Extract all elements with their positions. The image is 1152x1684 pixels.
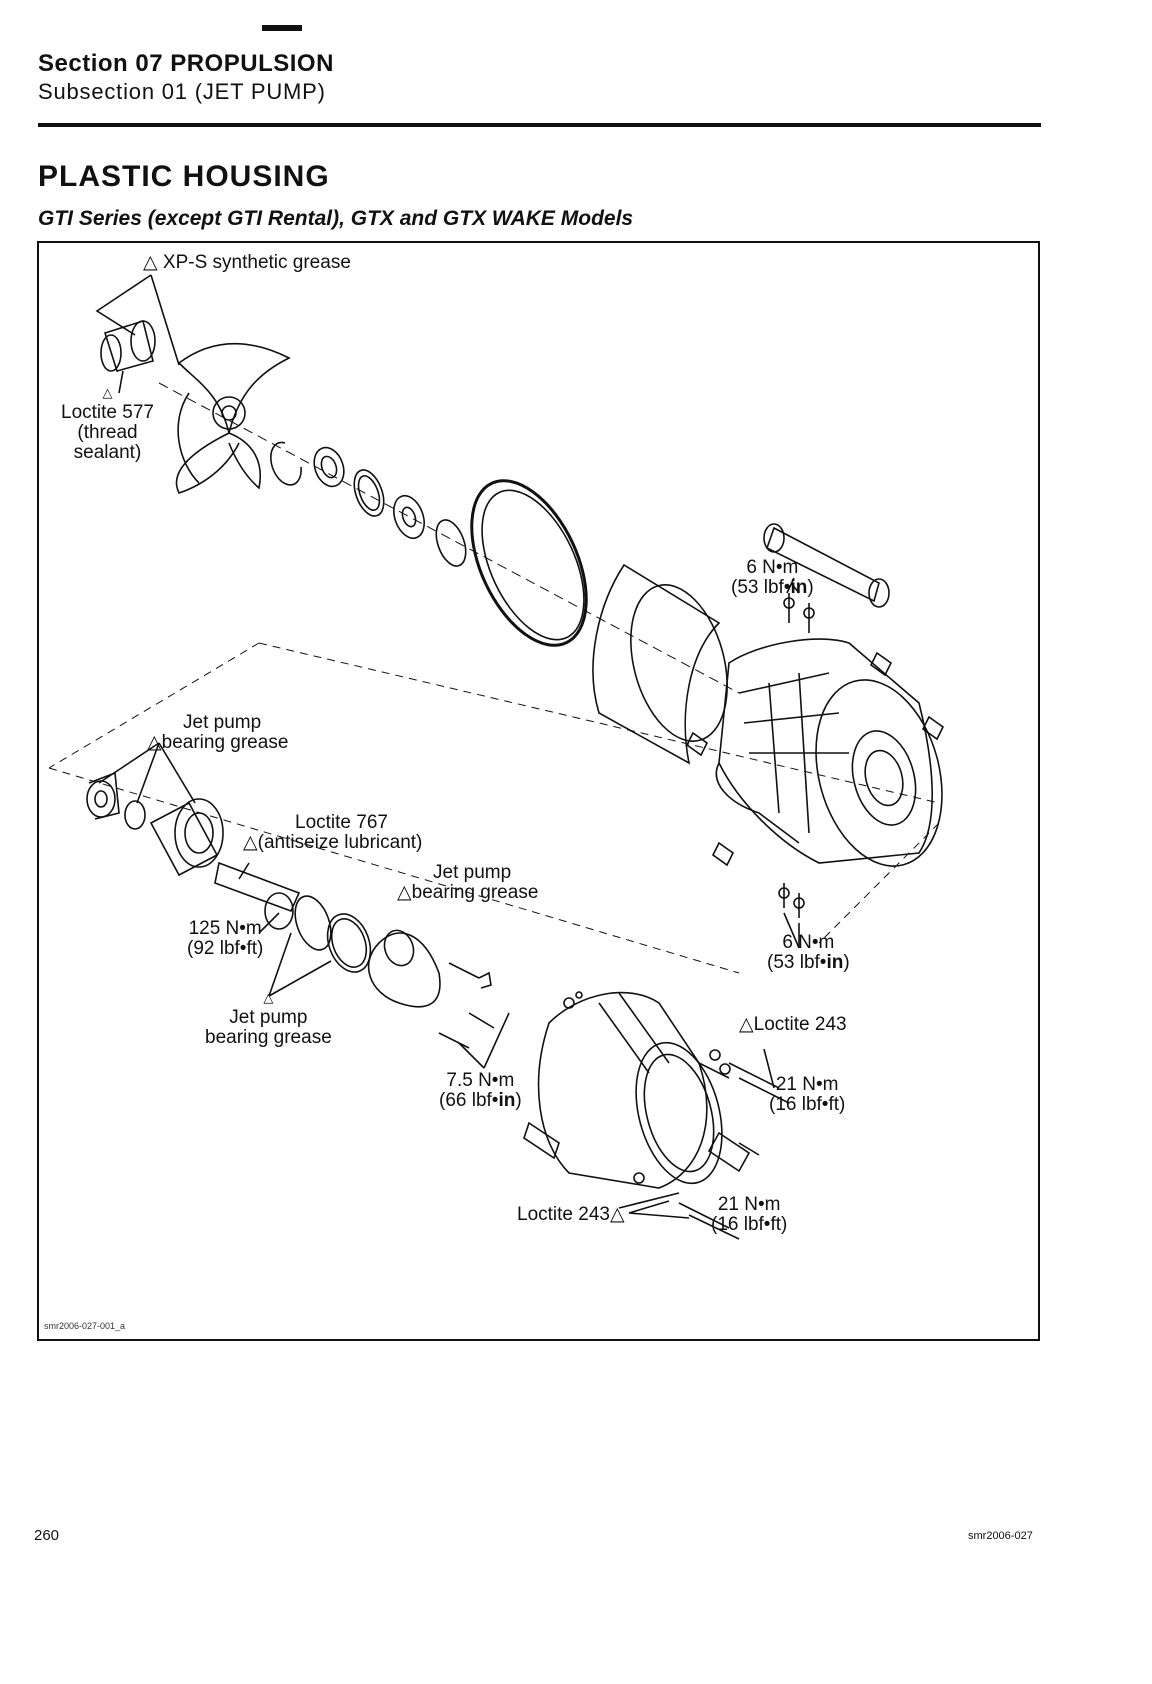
label-jetpump-grease-bottom: △ Jet pump bearing grease — [205, 988, 332, 1048]
label-torque-21-right-line2: (16 lbf•ft) — [769, 1094, 846, 1115]
label-loctite-577: △ Loctite 577 (thread sealant) — [61, 383, 154, 463]
subsection-title: Subsection 01 (JET PUMP) — [38, 79, 326, 104]
label-torque-6nm-bottom-close: ) — [843, 952, 850, 973]
figure-id: smr2006-027-001_a — [44, 1321, 126, 1331]
label-torque-125: 125 N•m (92 lbf•ft) — [187, 919, 263, 959]
page-subheading: GTI Series (except GTI Rental), GTX and … — [38, 207, 634, 230]
header-rule — [38, 123, 1041, 127]
lubricant-drop-icon: △ — [147, 732, 162, 753]
lubricant-drop-icon: △ — [143, 252, 158, 273]
label-loctite-243-bottom-text: Loctite 243 — [517, 1204, 610, 1225]
label-jetpump-grease-mid-line2: bearing grease — [411, 882, 539, 903]
label-torque-6nm-bottom: 6 N•m (53 lbf•in) — [767, 933, 850, 973]
label-torque-6nm-top-line1: 6 N•m — [746, 557, 799, 578]
label-jetpump-grease-mid: Jet pump △bearing grease — [397, 863, 538, 903]
label-torque-6nm-top-close: ) — [807, 577, 814, 598]
label-loctite-243-right: △Loctite 243 — [739, 1015, 847, 1035]
label-torque-125-line1: 125 N•m — [188, 918, 262, 939]
label-loctite-243-right-text: Loctite 243 — [753, 1014, 847, 1035]
label-loctite-767: Loctite 767 △(antiseize lubricant) — [243, 813, 422, 853]
exploded-diagram-frame: △ XP-S synthetic grease △ Loctite 577 (t… — [37, 241, 1040, 1341]
label-torque-6nm-bottom-line1: 6 N•m — [782, 932, 835, 953]
label-torque-125-line2: (92 lbf•ft) — [187, 938, 264, 959]
label-loctite-767-line2: (antiseize lubricant) — [257, 832, 423, 853]
lubricant-drop-icon: △ — [243, 832, 258, 853]
label-torque-6nm-top: 6 N•m (53 lbf•in) — [731, 558, 814, 598]
label-loctite-577-line2: (thread — [77, 422, 138, 443]
section-title: Section 07 PROPULSION — [38, 50, 334, 77]
label-jetpump-grease-bottom-line2: bearing grease — [205, 1027, 332, 1048]
lubricant-drop-icon: △ — [397, 882, 412, 903]
label-torque-21-bottom-line1: 21 N•m — [717, 1194, 781, 1215]
label-torque-6nm-bottom-line2: (53 lbf• — [767, 952, 827, 973]
label-loctite-243-bottom: Loctite 243△ — [517, 1205, 625, 1225]
label-torque-75-line1: 7.5 N•m — [446, 1070, 515, 1091]
label-torque-6nm-bottom-unit: in — [826, 952, 844, 973]
label-torque-75-close: ) — [515, 1090, 522, 1111]
label-torque-6nm-top-line2: (53 lbf• — [731, 577, 791, 598]
page-heading: PLASTIC HOUSING — [38, 160, 330, 193]
lubricant-drop-icon: △ — [263, 990, 274, 1005]
label-torque-75-line2: (66 lbf• — [439, 1090, 499, 1111]
label-torque-21-right-line1: 21 N•m — [775, 1074, 839, 1095]
label-loctite-577-line3: sealant) — [73, 442, 142, 463]
lubricant-drop-icon: △ — [609, 1204, 625, 1225]
lubricant-drop-icon: △ — [739, 1014, 754, 1035]
label-torque-21-bottom-line2: (16 lbf•ft) — [711, 1214, 788, 1235]
label-jetpump-grease-left-line2: bearing grease — [161, 732, 289, 753]
label-loctite-767-line1: Loctite 767 — [295, 812, 388, 833]
label-jetpump-grease-left: Jet pump △bearing grease — [147, 713, 288, 753]
label-loctite-577-line1: Loctite 577 — [61, 402, 154, 423]
label-jetpump-grease-mid-line1: Jet pump — [433, 862, 512, 883]
label-jetpump-grease-bottom-line1: Jet pump — [229, 1007, 308, 1028]
label-torque-21-bottom: 21 N•m (16 lbf•ft) — [711, 1195, 787, 1235]
label-xps-grease: △ XP-S synthetic grease — [143, 253, 351, 273]
jet-pump-exploded-drawing — [48, 274, 945, 1240]
label-torque-75-unit: in — [498, 1090, 516, 1111]
label-torque-21-right: 21 N•m (16 lbf•ft) — [769, 1075, 845, 1115]
label-torque-6nm-top-unit: in — [790, 577, 808, 598]
label-jetpump-grease-left-line1: Jet pump — [183, 712, 262, 733]
doc-code: smr2006-027 — [968, 1530, 1033, 1542]
label-xps-grease-text: XP-S synthetic grease — [162, 252, 351, 273]
lubricant-drop-icon: △ — [102, 385, 113, 400]
page-number: 260 — [34, 1527, 60, 1544]
label-torque-75: 7.5 N•m (66 lbf•in) — [439, 1071, 522, 1111]
header-dash — [262, 25, 302, 31]
